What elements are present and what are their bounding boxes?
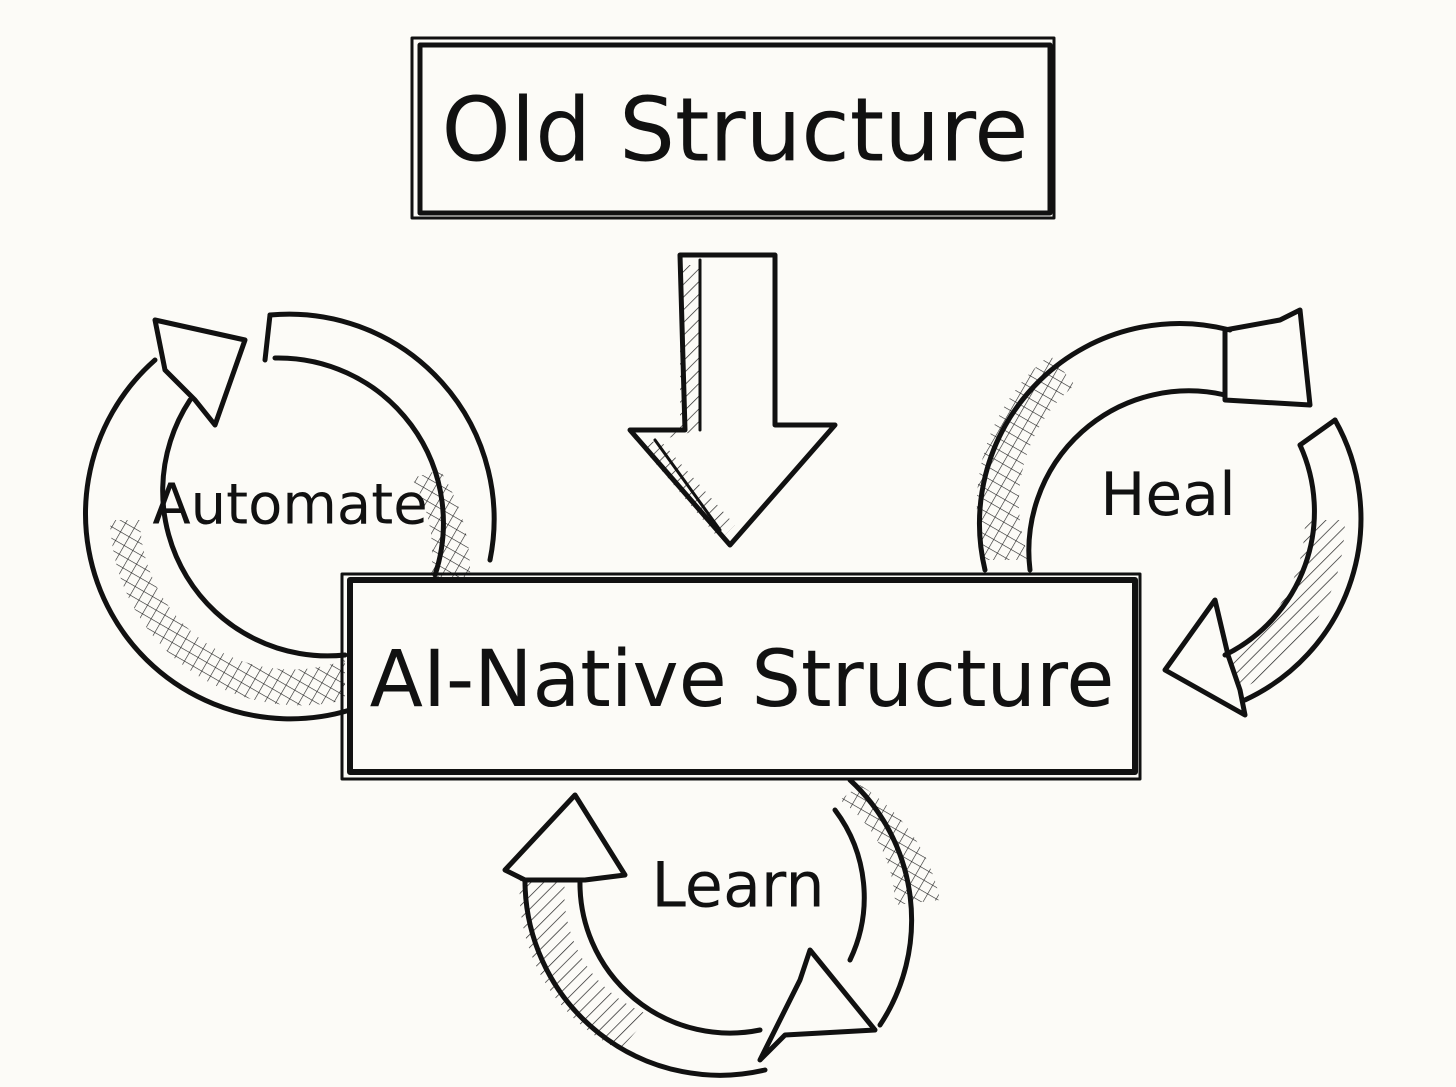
old-structure-frame-sketch: [410, 36, 1056, 220]
learn-arrowhead-right: [757, 947, 878, 1063]
automate-cycle: [83, 311, 497, 722]
old-structure-frame: [417, 42, 1053, 216]
learn-ring-outer-left: [522, 877, 768, 1078]
automate-ring-outer-left: [83, 357, 353, 722]
automate-ring-inner-left: [160, 397, 348, 659]
learn-ring-inner-left: [577, 877, 763, 1036]
old-structure-box: Old Structure: [410, 36, 1056, 220]
heal-arrowhead-bottom: [1162, 597, 1248, 718]
heal-label: Heal: [1100, 460, 1235, 530]
automate-ring-inner: [272, 355, 446, 578]
heal-ring-shade: [976, 355, 1075, 560]
heal-arrowhead-top: [1222, 307, 1313, 408]
automate-arrowhead: [152, 317, 248, 428]
ai-native-structure-box: AI-Native Structure: [340, 572, 1142, 781]
learn-ring-outer: [847, 777, 915, 1028]
automate-ring-shade: [110, 520, 345, 706]
automate-label: Automate: [152, 473, 427, 538]
ai-native-frame-sketch: [340, 572, 1142, 781]
heal-ring-inner: [1026, 388, 1228, 573]
automate-ring-tail: [262, 312, 273, 363]
learn-ring-shade: [840, 785, 940, 905]
heal-ring-outer: [977, 321, 1233, 573]
ai-native-label: AI-Native Structure: [370, 635, 1115, 725]
automate-ring-outer: [267, 311, 497, 563]
learn-cycle: [502, 777, 940, 1078]
heal-arrow-tail: [1297, 417, 1338, 448]
heal-ring-outer-right: [1242, 417, 1364, 703]
old-structure-label: Old Structure: [442, 79, 1029, 182]
heal-ring-inner-right: [1222, 442, 1317, 658]
heal-cycle: [976, 307, 1364, 718]
learn-arrowhead-left: [502, 792, 628, 883]
down-arrow: [627, 252, 838, 548]
ai-native-frame: [347, 577, 1138, 775]
down-arrow-edge: [653, 258, 722, 532]
down-arrow-shape: [627, 252, 838, 548]
learn-ring-shade-left: [519, 880, 650, 1050]
learn-label: Learn: [651, 849, 824, 922]
learn-ring-inner: [832, 807, 867, 963]
